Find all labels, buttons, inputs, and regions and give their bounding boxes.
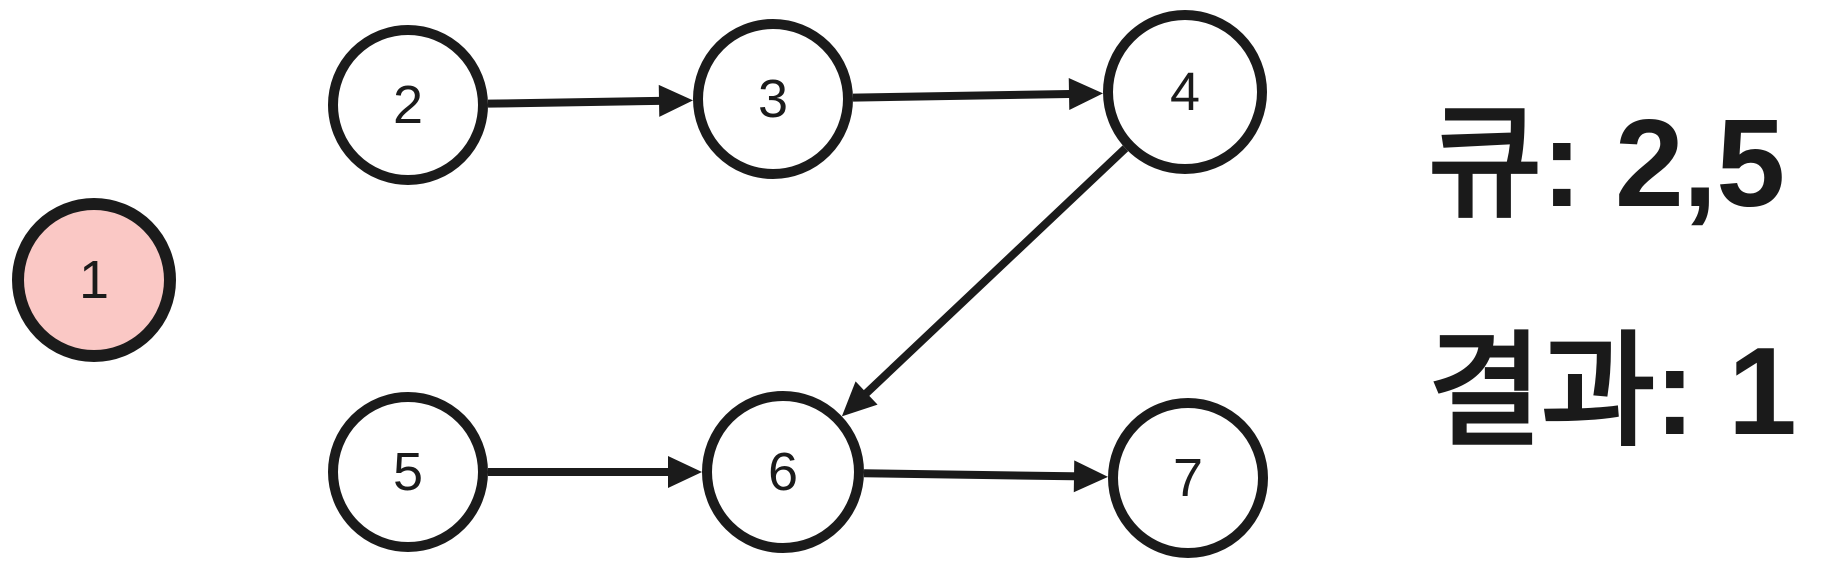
edge-arrowhead-3-4 (1068, 77, 1104, 110)
node-circle-4 (1103, 10, 1267, 174)
edge-line-3-4 (852, 89, 1078, 102)
queue-label: 큐: 2,5 (1428, 95, 1785, 233)
node-circle-6 (702, 391, 864, 553)
node-label-5: 5 (393, 442, 423, 502)
node-label-1: 1 (79, 250, 109, 310)
edge-line-2-3 (487, 96, 668, 108)
edges-layer (487, 77, 1129, 493)
nodes-layer: 1 2 3 4 5 6 7 (12, 10, 1268, 558)
edge-line-6-7 (863, 469, 1083, 481)
node-label-2: 2 (393, 75, 423, 135)
edge-arrowhead-2-3 (658, 84, 694, 117)
result-label: 결과: 1 (1428, 323, 1797, 461)
node-label-7: 7 (1173, 448, 1203, 508)
edge-line-4-6 (858, 145, 1129, 402)
node-circle-2 (328, 25, 488, 185)
edge-arrowhead-4-6 (841, 381, 878, 417)
node-circle-3 (693, 19, 853, 179)
node-circle-1 (12, 198, 176, 362)
edge-arrowhead-6-7 (1073, 460, 1109, 493)
node-circle-5 (328, 392, 488, 552)
node-circle-7 (1108, 398, 1268, 558)
edge-arrowhead-5-6 (668, 456, 702, 488)
node-label-4: 4 (1170, 62, 1200, 122)
node-label-6: 6 (768, 442, 798, 502)
node-label-3: 3 (758, 69, 788, 129)
